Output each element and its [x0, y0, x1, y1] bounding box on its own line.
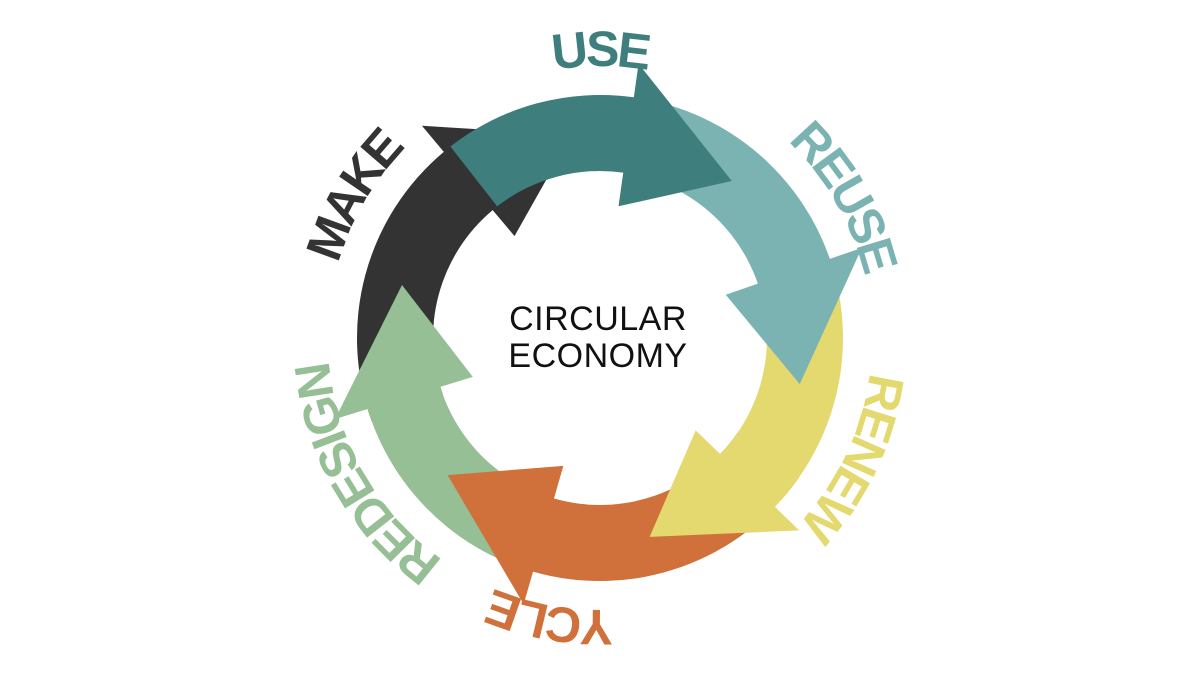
use-arrow	[450, 63, 732, 207]
cycle-arrows	[335, 63, 862, 605]
center-title-line-1: CIRCULAR	[509, 300, 687, 338]
center-title-line-2: ECONOMY	[508, 337, 687, 375]
use-label: USE	[549, 21, 653, 81]
